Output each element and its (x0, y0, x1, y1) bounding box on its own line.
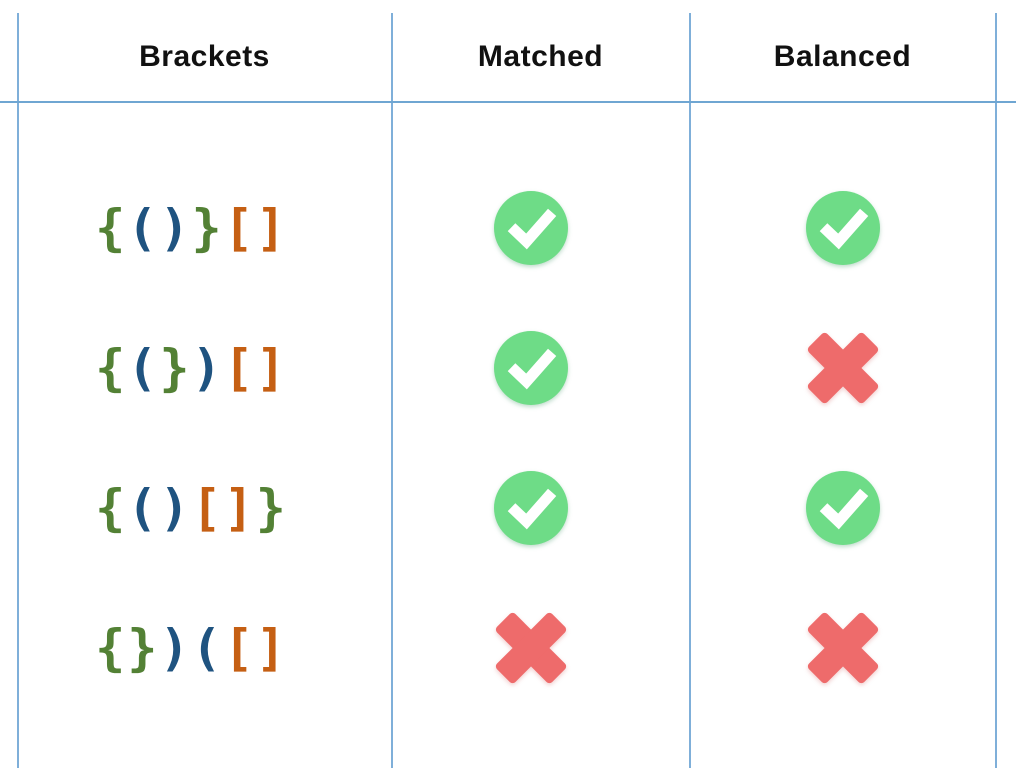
cross-icon (807, 332, 878, 404)
bracket-glyph: ) (159, 619, 190, 677)
bracket-glyph: [ (223, 199, 254, 257)
bracket-glyph: } (255, 479, 286, 537)
header-divider (0, 101, 1016, 103)
check-circle-icon (805, 191, 880, 265)
bracket-glyph: ( (127, 479, 158, 537)
bracket-glyph: ( (127, 339, 158, 397)
bracket-glyph: ] (255, 199, 286, 257)
table-body: { ( ) } [ ] (0, 158, 1016, 718)
check-circle-icon (493, 331, 568, 405)
bracket-sequence: { ( } ) [ ] (4, 298, 377, 438)
bracket-glyph: { (95, 339, 126, 397)
balanced-cell (690, 578, 995, 718)
table-border-right (995, 13, 997, 768)
matched-cell (392, 158, 689, 298)
bracket-glyph: ( (191, 619, 222, 677)
column-header-brackets: Brackets (139, 40, 270, 73)
bracket-glyph: ] (255, 339, 286, 397)
bracket-glyph: ) (191, 339, 222, 397)
check-circle-icon (805, 471, 880, 545)
column-divider-1 (391, 13, 393, 768)
table-row: { ( ) } [ ] (0, 158, 1016, 298)
balanced-cell (690, 158, 995, 298)
column-divider-2 (689, 13, 691, 768)
bracket-glyph: } (191, 199, 222, 257)
bracket-glyph: { (95, 479, 126, 537)
table-header: Brackets Matched Balanced (0, 13, 1016, 101)
cross-icon (495, 612, 566, 684)
bracket-sequence: { } ) ( [ ] (4, 578, 377, 718)
balanced-cell (690, 438, 995, 578)
bracket-glyph: } (159, 339, 190, 397)
check-circle-icon (493, 191, 568, 265)
table-row: { } ) ( [ ] (0, 578, 1016, 718)
table-row: { ( ) [ ] } (0, 438, 1016, 578)
bracket-glyph: { (95, 199, 126, 257)
bracket-glyph: ] (255, 619, 286, 677)
bracket-glyph: } (127, 619, 158, 677)
matched-cell (392, 438, 689, 578)
bracket-glyph: ( (127, 199, 158, 257)
balanced-cell (690, 298, 995, 438)
column-header-matched: Matched (477, 40, 604, 73)
table-row: { ( } ) [ ] (0, 298, 1016, 438)
bracket-glyph: [ (191, 479, 222, 537)
bracket-glyph: ) (159, 479, 190, 537)
bracket-sequence: { ( ) [ ] } (4, 438, 377, 578)
matched-cell (392, 578, 689, 718)
cross-icon (807, 612, 878, 684)
check-circle-icon (493, 471, 568, 545)
matched-cell (392, 298, 689, 438)
table-border-left (17, 13, 19, 768)
bracket-glyph: ] (223, 479, 254, 537)
bracket-glyph: ) (159, 199, 190, 257)
bracket-sequence: { ( ) } [ ] (4, 158, 377, 298)
column-header-balanced: Balanced (773, 40, 912, 73)
bracket-glyph: [ (223, 619, 254, 677)
bracket-glyph: { (95, 619, 126, 677)
bracket-glyph: [ (223, 339, 254, 397)
